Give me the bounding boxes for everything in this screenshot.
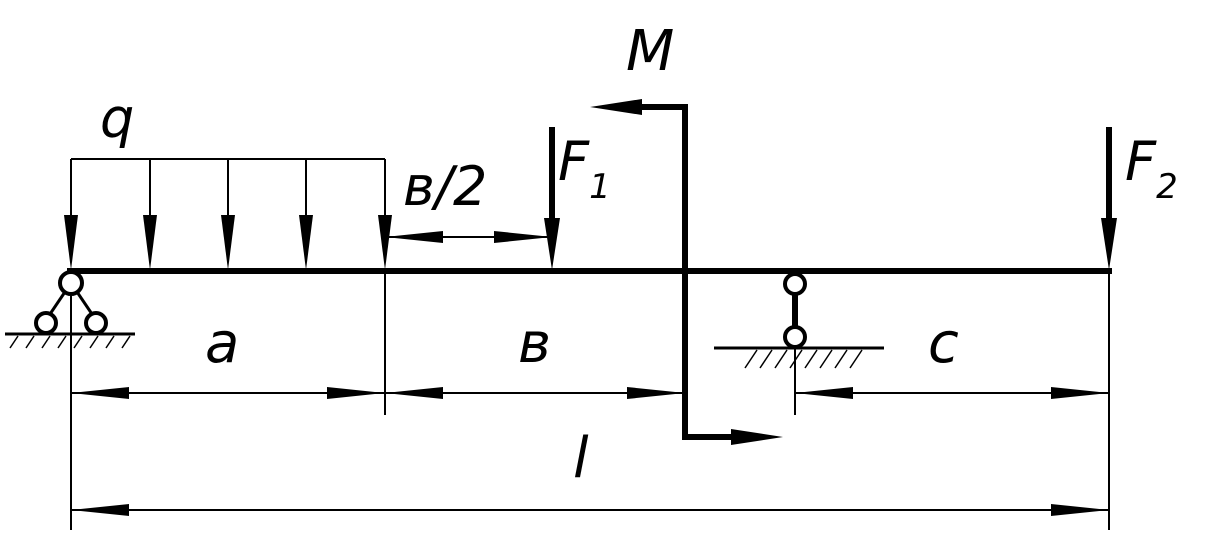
label-M: M [626,19,674,84]
label-b-half: в/2 [403,155,487,218]
dimension-b-half [385,231,552,243]
dimension-b [385,387,685,399]
extension-lines [70,271,1110,530]
moment-M [590,99,783,445]
label-b: в [518,311,551,376]
label-q: q [100,87,134,150]
force-F2 [1101,127,1117,270]
label-c: c [928,311,959,376]
label-F1: F1 [558,130,611,207]
label-l: l [573,426,589,491]
label-F2-sub: 2 [1156,167,1178,207]
distributed-load-q [64,158,392,270]
label-F2: F2 [1125,130,1178,207]
dimension-c [795,387,1109,399]
label-F2-base: F [1125,130,1157,193]
dimension-a [71,387,385,399]
force-F1 [544,127,560,270]
label-F1-base: F [558,130,590,193]
roller-support [714,272,884,369]
label-a: a [205,311,239,376]
dimension-l [71,504,1109,516]
label-F1-sub: 1 [589,167,611,207]
